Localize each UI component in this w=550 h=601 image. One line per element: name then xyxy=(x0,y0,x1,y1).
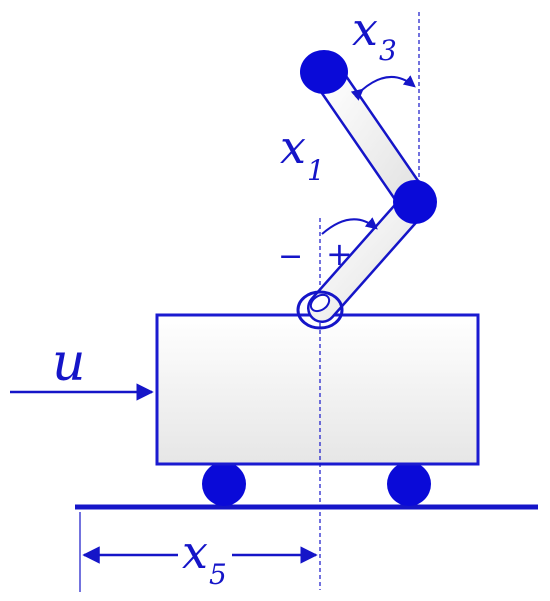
cart-body xyxy=(155,313,480,466)
end-mass xyxy=(300,50,348,94)
upper-link xyxy=(312,59,428,215)
x1-angle-arc xyxy=(321,217,378,235)
x1-label: x xyxy=(280,120,306,174)
x1-subscript: 1 xyxy=(307,154,325,187)
right-wheel xyxy=(387,462,431,506)
middle-joint xyxy=(393,180,437,224)
minus-sign: − xyxy=(278,239,303,274)
x3-angle-arc xyxy=(350,75,416,101)
x3-subscript: 3 xyxy=(379,34,397,67)
left-wheel xyxy=(202,462,246,506)
x5-label: x xyxy=(182,525,208,579)
base-pivot-inner xyxy=(309,293,331,313)
x3-label: x xyxy=(352,2,378,56)
x5-subscript: 5 xyxy=(209,558,227,591)
plus-sign: + xyxy=(326,235,353,273)
base-pivot-joint xyxy=(296,290,344,330)
lower-link xyxy=(309,190,428,321)
u-label: u xyxy=(52,333,86,393)
